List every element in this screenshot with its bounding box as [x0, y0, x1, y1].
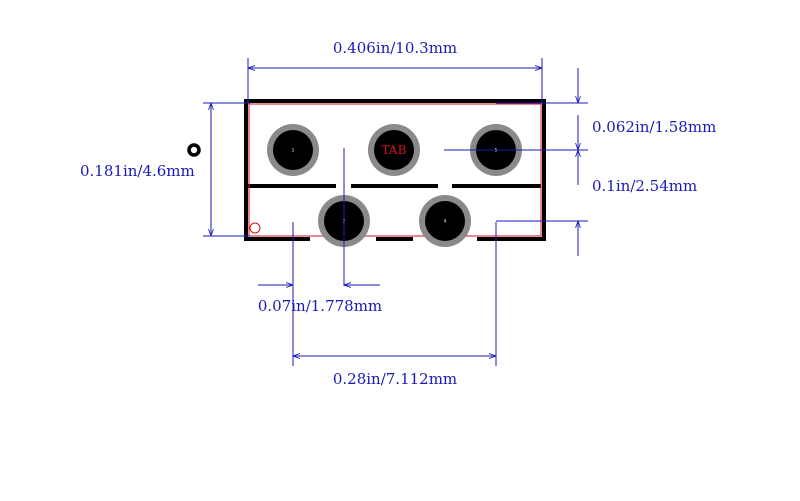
orientation-marker — [187, 143, 201, 157]
pad-4: 4 — [419, 195, 471, 247]
dim-overall-height-label: 0.181in/4.6mm — [80, 162, 195, 180]
dim-pin-span-label: 0.28in/7.112mm — [333, 370, 457, 388]
svg-text:1: 1 — [292, 148, 295, 153]
dim-overall-width — [247, 58, 543, 103]
pad-1: 1 — [267, 124, 319, 176]
svg-text:4: 4 — [444, 219, 447, 224]
component-outline — [244, 99, 546, 241]
dim-pin-span — [293, 222, 497, 366]
dim-row-pitch-label: 0.1in/2.54mm — [592, 177, 697, 195]
dim-top-offset-label: 0.062in/1.58mm — [592, 118, 716, 136]
tab-label: TAB — [382, 143, 407, 157]
pad-3: 3 — [368, 124, 420, 176]
dim-pin-offset-label: 0.07in/1.778mm — [258, 297, 382, 315]
dim-right-offsets — [343, 68, 588, 286]
dim-overall-width-label: 0.406in/10.3mm — [333, 39, 457, 57]
dim-pin-offset — [258, 222, 380, 366]
dim-overall-height — [203, 102, 250, 237]
svg-text:3: 3 — [393, 148, 396, 153]
keepout-outline — [248, 103, 542, 237]
pin1-keepout-marker — [249, 222, 261, 234]
